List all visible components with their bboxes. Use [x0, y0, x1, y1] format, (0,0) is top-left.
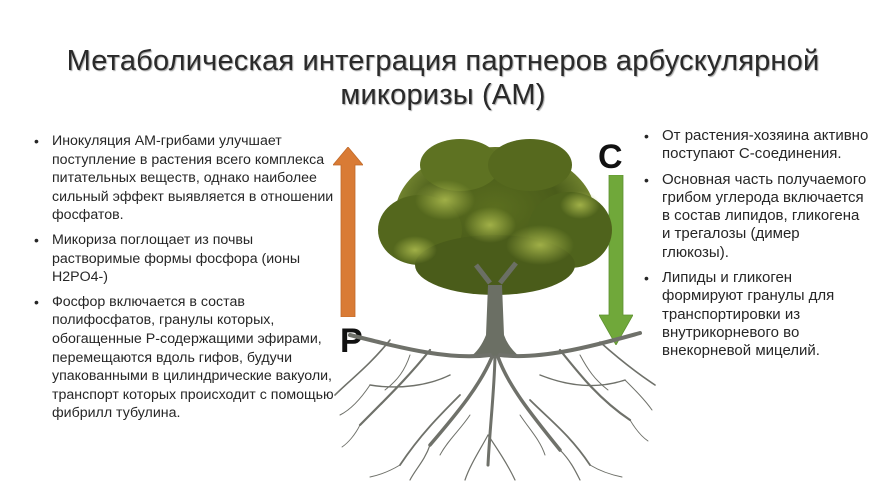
right-bullet-item: Липиды и гликоген формируют гранулы для …: [640, 269, 870, 360]
phosphorus-label: P: [340, 322, 363, 360]
tree-roots: [334, 331, 656, 481]
right-bullet-item: Основная часть получаемого грибом углеро…: [640, 171, 870, 262]
left-bullet-item: Инокуляция АМ-грибами улучшает поступлен…: [30, 132, 340, 225]
tree-canopy: [378, 139, 612, 295]
carbon-down-arrow-icon: [599, 175, 633, 345]
carbon-label: C: [598, 138, 623, 176]
left-bullet-item: Фосфор включается в состав полифосфатов,…: [30, 293, 340, 423]
left-bullet-item: Микориза поглощает из почвы растворимые …: [30, 231, 340, 287]
phosphorus-up-arrow-icon: [333, 147, 363, 317]
right-bullet-list: От растения-хозяина активно поступают С-…: [640, 127, 870, 368]
tree-with-roots-image: [334, 139, 656, 481]
right-bullet-item: От растения-хозяина активно поступают С-…: [640, 127, 870, 164]
slide-title: Метаболическая интеграция партнеров арбу…: [66, 45, 820, 111]
left-bullet-list: Инокуляция АМ-грибами улучшает поступлен…: [30, 132, 340, 429]
